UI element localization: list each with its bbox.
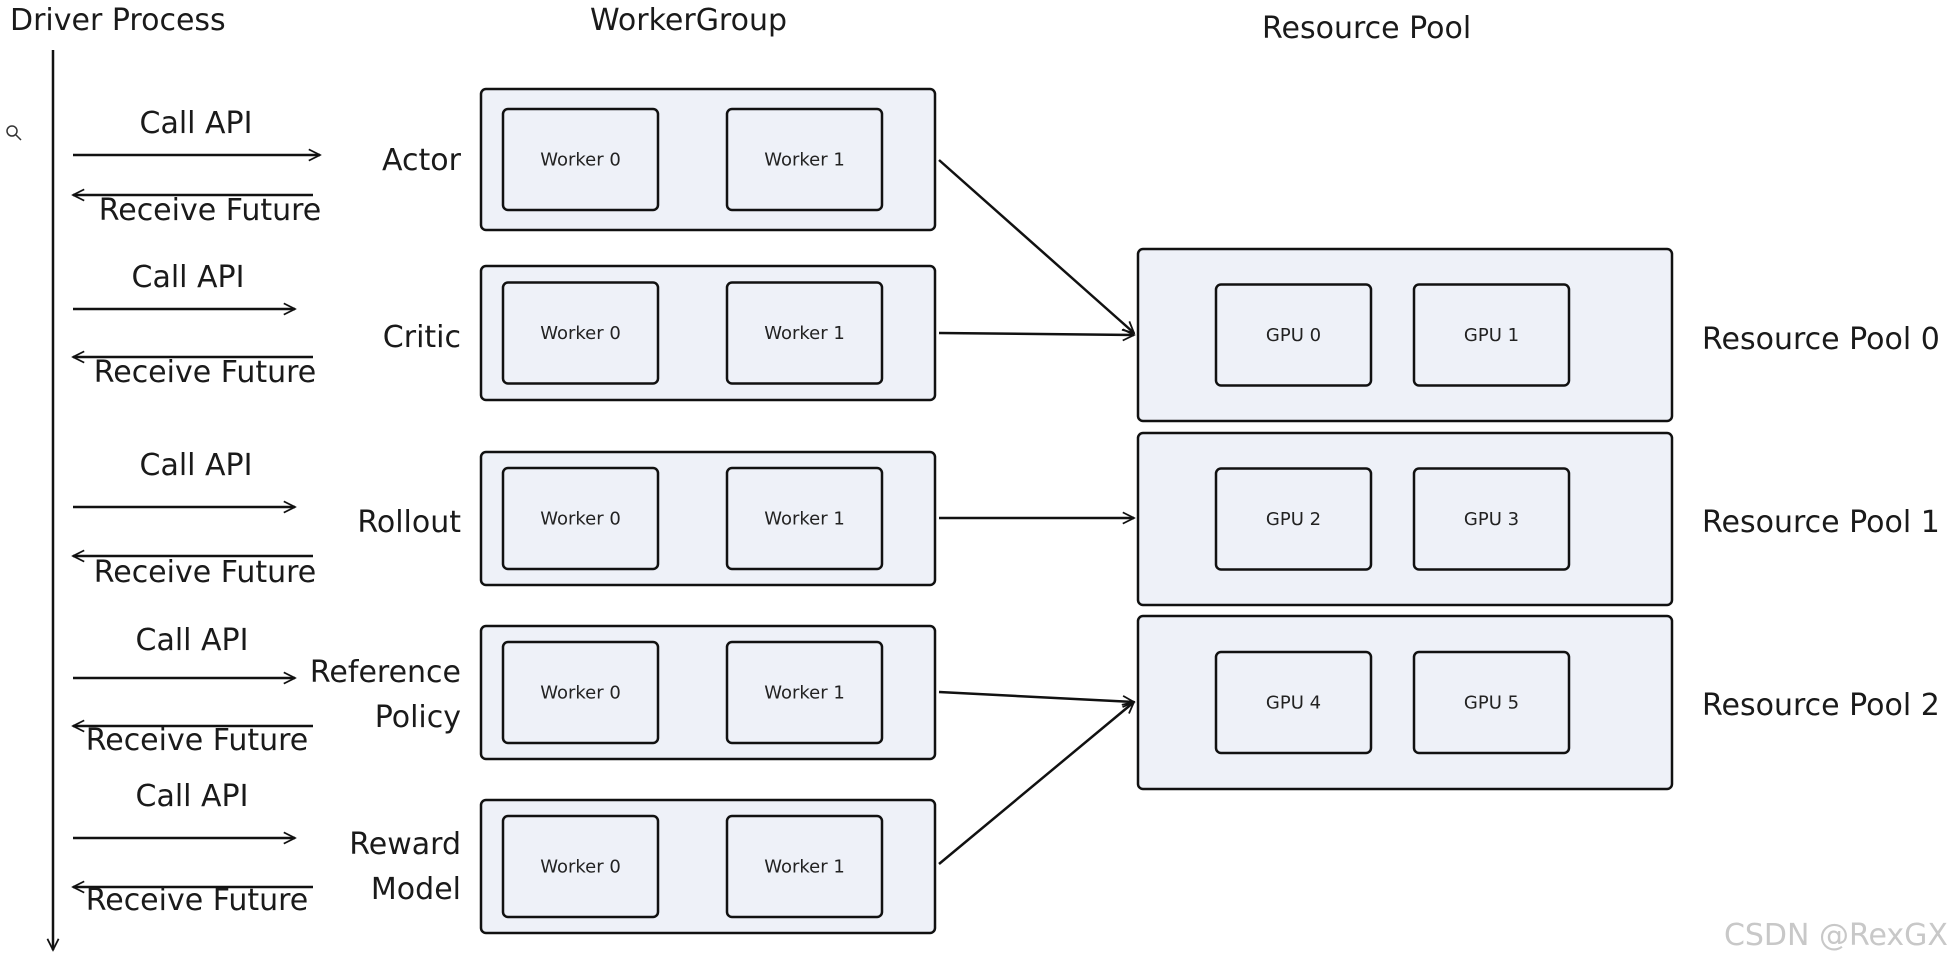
resource-pool-label: Resource Pool 2 bbox=[1702, 688, 1940, 723]
group-to-pool-arrow bbox=[938, 159, 1134, 333]
worker-group-label: Actor bbox=[382, 143, 462, 178]
worker-label: Worker 1 bbox=[764, 509, 845, 530]
resource-pool: GPU 0 GPU 1 Resource Pool 0 bbox=[1136, 247, 1940, 423]
worker-label: Worker 0 bbox=[540, 323, 621, 344]
worker-label: Worker 0 bbox=[540, 857, 621, 878]
worker-label: Worker 1 bbox=[764, 857, 845, 878]
gpu-label: GPU 4 bbox=[1266, 693, 1321, 714]
worker-group-label: Rollout bbox=[357, 505, 461, 540]
receive-future-label: Receive Future bbox=[86, 723, 309, 758]
receive-future-label: Receive Future bbox=[94, 355, 317, 390]
gpu-box bbox=[1412, 467, 1571, 571]
worker-box bbox=[501, 281, 660, 385]
worker-group-label: Policy bbox=[375, 700, 461, 735]
gpu-box bbox=[1412, 650, 1571, 755]
worker-label: Worker 0 bbox=[540, 150, 621, 171]
worker-box bbox=[725, 281, 884, 385]
worker-label: Worker 1 bbox=[764, 683, 845, 704]
worker-box bbox=[501, 466, 660, 571]
receive-future-label: Receive Future bbox=[86, 883, 309, 918]
worker-label: Worker 1 bbox=[764, 150, 845, 171]
resource-pool-label: Resource Pool 0 bbox=[1702, 322, 1940, 357]
resource-pool: GPU 4 GPU 5 Resource Pool 2 bbox=[1136, 614, 1940, 791]
worker-label: Worker 1 bbox=[764, 323, 845, 344]
group-to-pool-arrow bbox=[938, 702, 1134, 865]
receive-future-label: Receive Future bbox=[99, 193, 322, 228]
resource-pool-header: Resource Pool bbox=[1262, 11, 1471, 46]
group-to-pool-arrow bbox=[938, 690, 1134, 702]
gpu-box bbox=[1214, 283, 1373, 387]
pool-connectors bbox=[938, 159, 1134, 865]
worker-group-row: Call API Receive Future Rollout Worker 0 Wor… bbox=[73, 448, 937, 590]
gpu-box bbox=[1412, 283, 1571, 387]
resource-pool: GPU 2 GPU 3 Resource Pool 1 bbox=[1136, 431, 1940, 607]
worker-box bbox=[725, 814, 884, 919]
gpu-label: GPU 3 bbox=[1464, 509, 1519, 530]
worker-label: Worker 0 bbox=[540, 509, 621, 530]
worker-group-label: Model bbox=[371, 872, 461, 907]
gpu-label: GPU 0 bbox=[1266, 325, 1321, 346]
worker-box bbox=[501, 107, 660, 212]
zoom-icon bbox=[6, 125, 22, 141]
call-api-label: Call API bbox=[132, 260, 245, 295]
gpu-label: GPU 2 bbox=[1266, 509, 1321, 530]
gpu-box bbox=[1214, 467, 1373, 571]
worker-group-row: Call API Receive Future Actor Worker 0 Worke… bbox=[73, 87, 937, 232]
worker-group-row: Call API Receive Future Critic Worker 0 Work… bbox=[73, 260, 937, 402]
call-api-label: Call API bbox=[140, 448, 253, 483]
watermark: CSDN @RexGX bbox=[1724, 918, 1948, 953]
worker-box bbox=[501, 814, 660, 919]
gpu-label: GPU 5 bbox=[1464, 693, 1519, 714]
group-to-pool-arrow bbox=[938, 333, 1134, 335]
worker-label: Worker 0 bbox=[540, 683, 621, 704]
gpu-box bbox=[1214, 650, 1373, 755]
worker-group-label: Critic bbox=[383, 320, 461, 355]
resource-pool-label: Resource Pool 1 bbox=[1702, 505, 1940, 540]
worker-group-label: Reference bbox=[310, 655, 461, 690]
worker-box bbox=[725, 107, 884, 212]
call-api-label: Call API bbox=[140, 106, 253, 141]
receive-future-label: Receive Future bbox=[94, 555, 317, 590]
worker-box bbox=[501, 640, 660, 745]
call-api-label: Call API bbox=[136, 779, 249, 814]
worker-box bbox=[725, 466, 884, 571]
resource-pools: GPU 0 GPU 1 Resource Pool 0 GPU 2 GPU 3 Resou… bbox=[1136, 247, 1940, 791]
driver-process-header: Driver Process bbox=[10, 3, 226, 38]
gpu-label: GPU 1 bbox=[1464, 325, 1519, 346]
call-api-label: Call API bbox=[136, 623, 249, 658]
worker-group-label: Reward bbox=[349, 827, 461, 862]
worker-box bbox=[725, 640, 884, 745]
worker-group-header: WorkerGroup bbox=[590, 3, 787, 38]
